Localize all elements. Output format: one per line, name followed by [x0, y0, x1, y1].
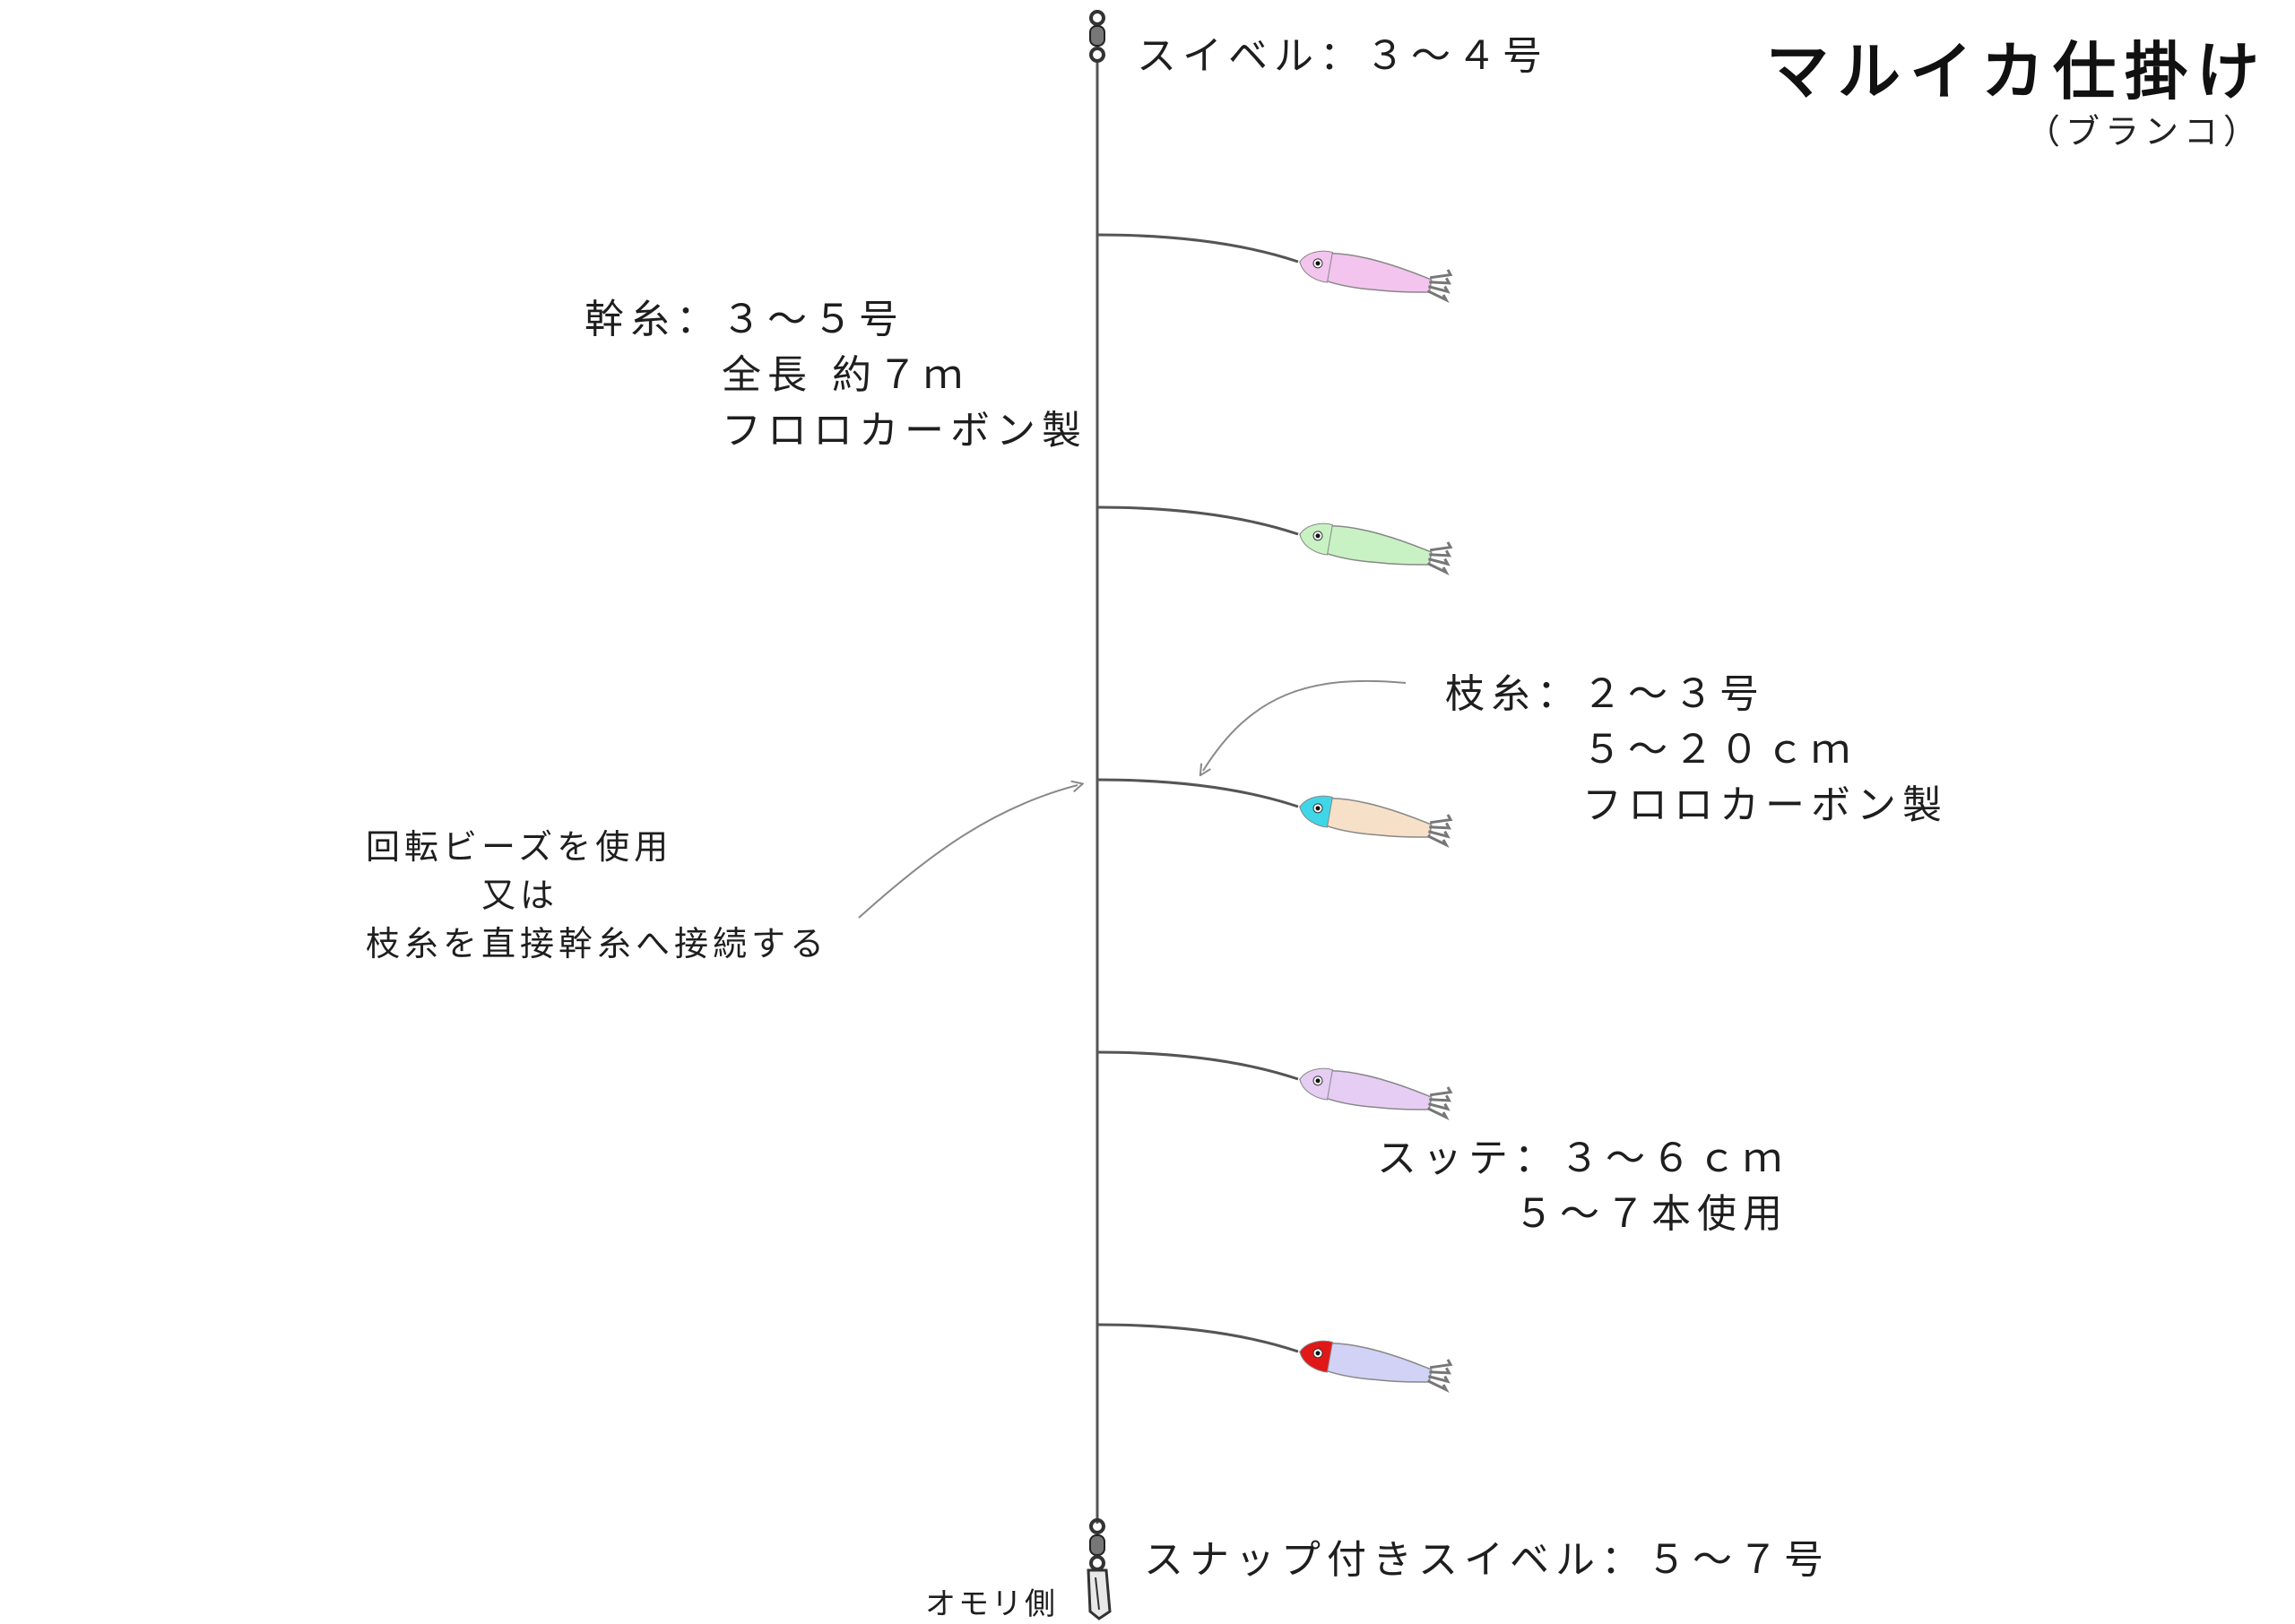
main-line-label: 幹糸：３～５号 全長 約７ｍ フロロカーボン製: [585, 297, 1087, 454]
sutte-label: スッテ：３～６ｃｍ ５～７本使用: [1377, 1136, 1788, 1237]
sutte-jig: [1299, 250, 1453, 304]
sutte-jig: [1299, 1067, 1453, 1121]
branch-2: [1096, 505, 1453, 576]
branch-line: [1096, 505, 1299, 536]
branch-line: [1096, 778, 1299, 808]
page-subtitle: （ブランコ）: [2025, 112, 2263, 151]
branch-1: [1096, 233, 1453, 304]
branch-line: [1096, 1050, 1299, 1081]
branch-line: [1096, 1323, 1299, 1353]
sutte-jig: [1299, 1340, 1453, 1394]
branch-5: [1096, 1323, 1453, 1394]
branch-line: [1096, 233, 1299, 263]
branch-line-label: 枝糸：２～３号 ５～２０ｃｍ フロロカーボン製: [1445, 671, 1948, 828]
sutte-jig: [1299, 523, 1453, 576]
snap-swivel: [1087, 1518, 1112, 1620]
page-title: マルイカ仕掛け: [1766, 35, 2268, 108]
snap-swivel-label: スナップ付きスイベル：５～７号: [1144, 1537, 1830, 1583]
branch-line-arrow: [1203, 679, 1407, 771]
branch-4: [1096, 1050, 1453, 1121]
sinker-side-label: オモリ側: [925, 1586, 1058, 1622]
branch-3: [1096, 778, 1453, 849]
bead-note-arrow: [858, 785, 1078, 919]
sutte-jig: [1299, 795, 1453, 849]
bead-note-label: 回転ビーズを使用 又は 枝糸を直接幹糸へ接続する: [366, 827, 829, 963]
top-swivel: [1089, 10, 1105, 63]
swivel-top-label: スイベル：３～４号: [1137, 33, 1548, 79]
branches-group: [1096, 233, 1453, 1394]
